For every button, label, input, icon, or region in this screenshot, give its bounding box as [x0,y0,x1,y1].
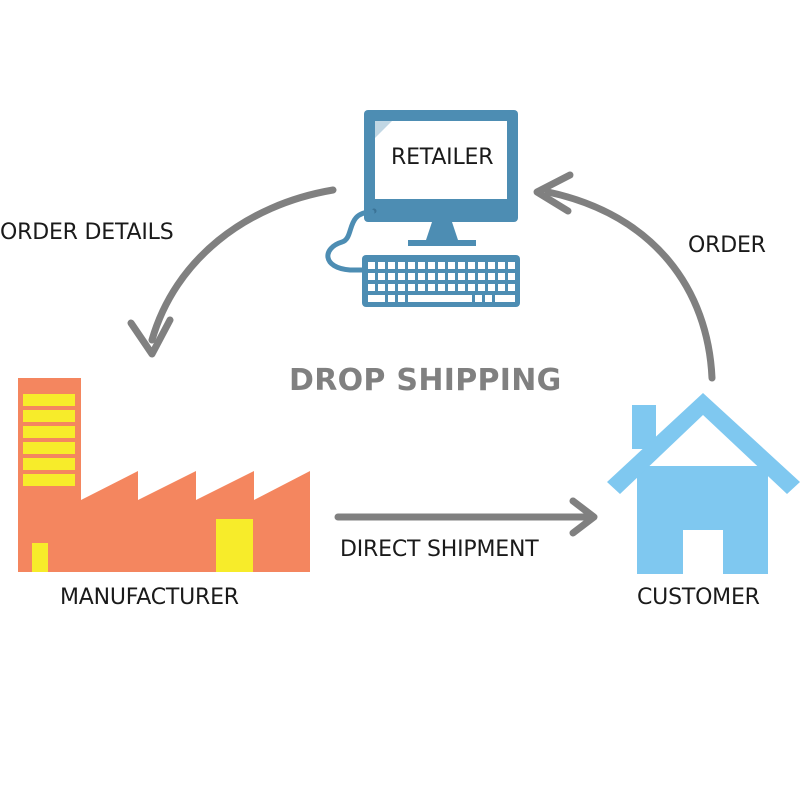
arrow-direct-shipment [334,497,598,537]
arrow-order-details [127,186,337,358]
factory-icon [18,378,310,572]
arrow-order [533,171,716,382]
order-details-label: ORDER DETAILS [0,220,174,245]
customer-label: CUSTOMER [637,585,760,610]
direct-shipment-label: DIRECT SHIPMENT [340,537,539,562]
house-icon [607,393,800,574]
manufacturer-label: MANUFACTURER [60,585,239,610]
order-label: ORDER [688,233,766,258]
retailer-label: RETAILER [391,145,494,170]
computer-icon [325,110,520,307]
keyboard-keys [368,262,515,302]
diagram-title: DROP SHIPPING [289,363,562,398]
